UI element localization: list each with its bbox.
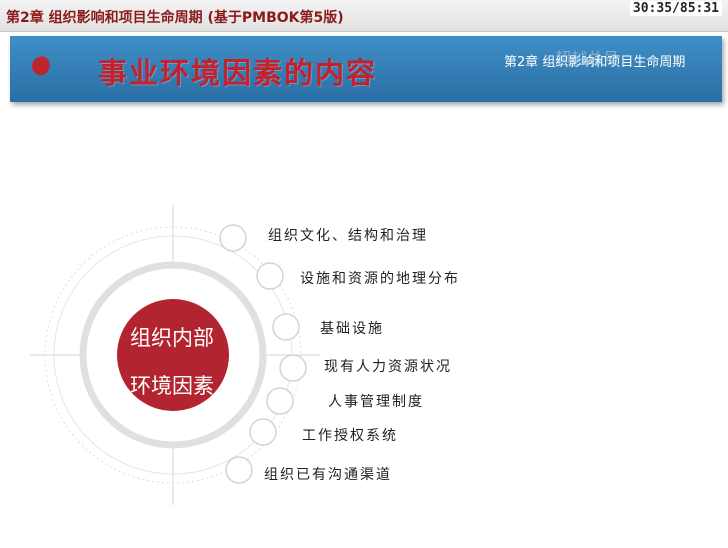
slide-title: 事业环境因素的内容 — [98, 56, 378, 90]
document-title: 第2章 组织影响和项目生命周期 (基于PMBOK第5版) — [6, 10, 344, 26]
watermark-text: 超越总号 — [555, 49, 620, 68]
center-disc — [117, 299, 229, 411]
top-bar: 第2章 组织影响和项目生命周期 (基于PMBOK第5版) 30:35/85:31 — [0, 0, 728, 32]
center-label-line2: 环境因素 — [130, 374, 214, 398]
factor-item-5: 人事管理制度 — [328, 394, 424, 410]
factor-item-1: 组织文化、结构和治理 — [268, 228, 428, 244]
factor-item-4: 现有人力资源状况 — [324, 359, 452, 375]
factor-item-7: 组织已有沟通渠道 — [264, 467, 392, 483]
chapter-label: 第2章 组织影响和项目生命周期 — [504, 55, 686, 70]
factor-item-3: 基础设施 — [320, 321, 384, 337]
orbit-bubble-6 — [249, 418, 277, 446]
orbit-bubble-1 — [219, 224, 247, 252]
playback-timer: 30:35/85:31 — [629, 1, 722, 16]
factor-item-2: 设施和资源的地理分布 — [300, 271, 460, 287]
orbit-bubble-7 — [225, 456, 253, 484]
outer-dotted-ring — [44, 226, 302, 484]
orbit-bubble-2 — [256, 262, 284, 290]
orbit-bubble-5 — [266, 387, 294, 415]
orbit-bubble-4 — [279, 354, 307, 382]
orbit-bubbles — [219, 224, 307, 484]
title-banner: 事业环境因素的内容 超越总号 第2章 组织影响和项目生命周期 — [10, 36, 722, 102]
center-label-line1: 组织内部 — [130, 326, 214, 350]
factor-item-6: 工作授权系统 — [302, 428, 398, 444]
orbit-bubble-3 — [272, 313, 300, 341]
